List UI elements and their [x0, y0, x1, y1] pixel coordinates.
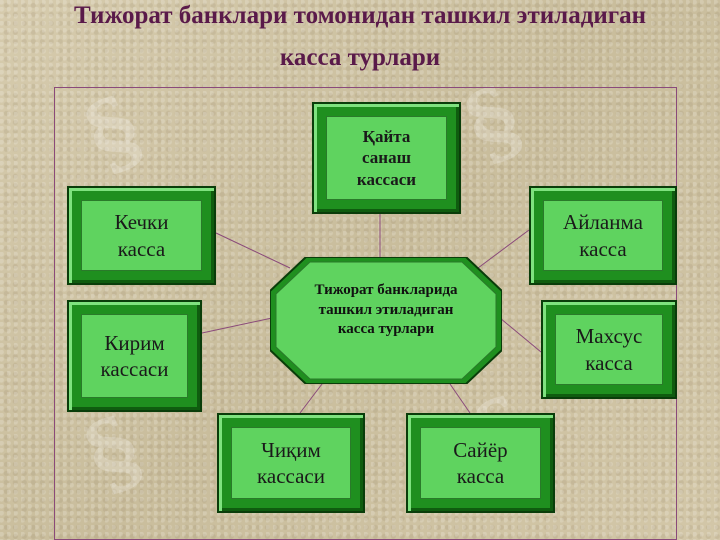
center-octagon: Тижорат банкларида ташкил этиладиган кас… [269, 256, 503, 385]
center-label: Тижорат банкларида ташкил этиладиган кас… [314, 282, 458, 337]
connector-right-bottom [499, 317, 542, 353]
connector-left-top [215, 232, 291, 269]
box-income-cash: Кирим кассаси [67, 300, 202, 412]
box-label: Қайта санаш кассаси [326, 116, 447, 200]
connector-bottom-left [299, 383, 323, 414]
box-recount-cash: Қайта санаш кассаси [312, 102, 461, 214]
box-revolving-cash: Айланма касса [529, 186, 677, 285]
box-evening-cash: Кечки касса [67, 186, 216, 285]
box-label: Сайёр касса [420, 427, 541, 499]
connector-left-bottom [201, 317, 273, 334]
page-title-line-1: Тижорат банклари томонидан ташкил этилад… [73, 2, 647, 29]
box-label: Махсус касса [555, 314, 663, 385]
box-label: Чиқим кассаси [231, 427, 351, 499]
box-label: Кирим кассаси [81, 314, 188, 398]
box-label: Кечки касса [81, 200, 202, 271]
page-title-line-2: касса турлари [279, 44, 441, 71]
connector-right-top [477, 229, 530, 269]
box-expense-cash: Чиқим кассаси [217, 413, 365, 513]
box-label: Айланма касса [543, 200, 663, 271]
box-mobile-cash: Сайёр касса [406, 413, 555, 513]
box-special-cash: Махсус касса [541, 300, 677, 399]
connector-bottom-right [449, 383, 471, 414]
